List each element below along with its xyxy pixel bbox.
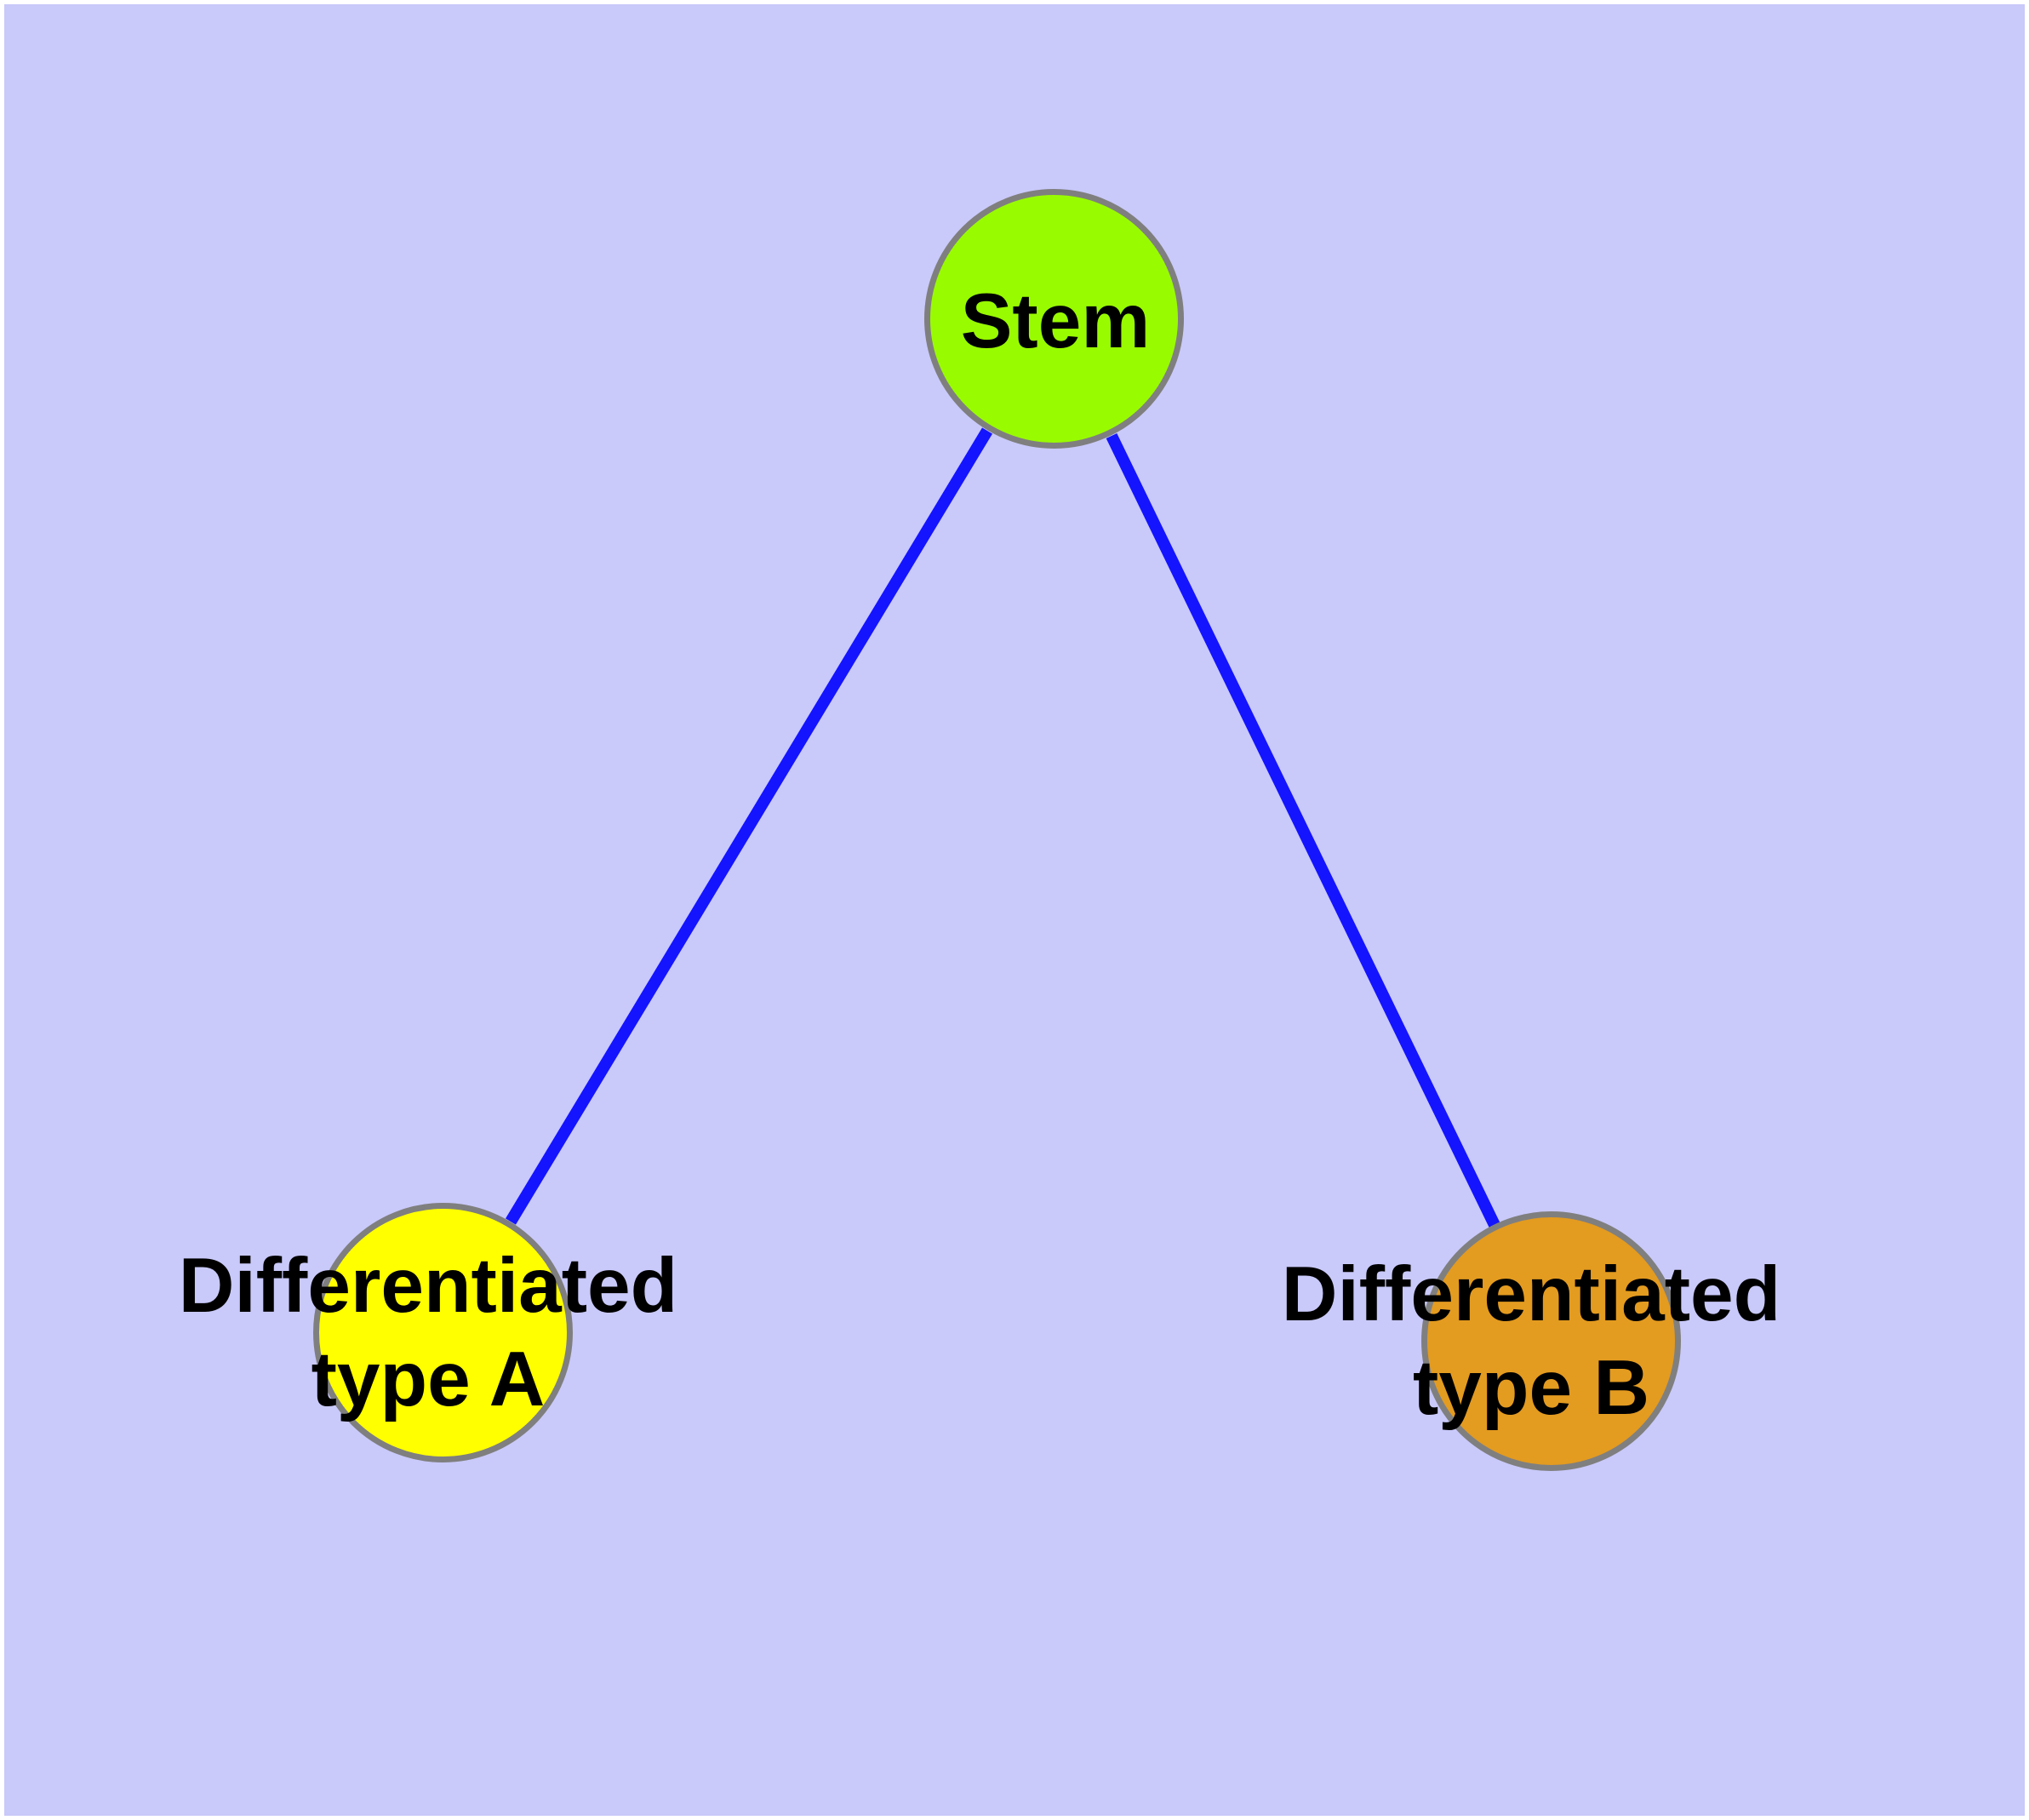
- node-type-a-circle: [313, 1203, 573, 1462]
- edge-stem-to-type-b: [1106, 432, 1500, 1228]
- node-stem-circle: [924, 189, 1184, 449]
- node-type-a-label: Differentiated type A: [178, 1243, 678, 1422]
- node-stem-label: Stem: [960, 278, 1151, 364]
- node-type-b-circle: [1421, 1211, 1681, 1471]
- node-type-b-label: Differentiated type B: [1281, 1251, 1781, 1431]
- edge-stem-to-type-a: [506, 427, 992, 1225]
